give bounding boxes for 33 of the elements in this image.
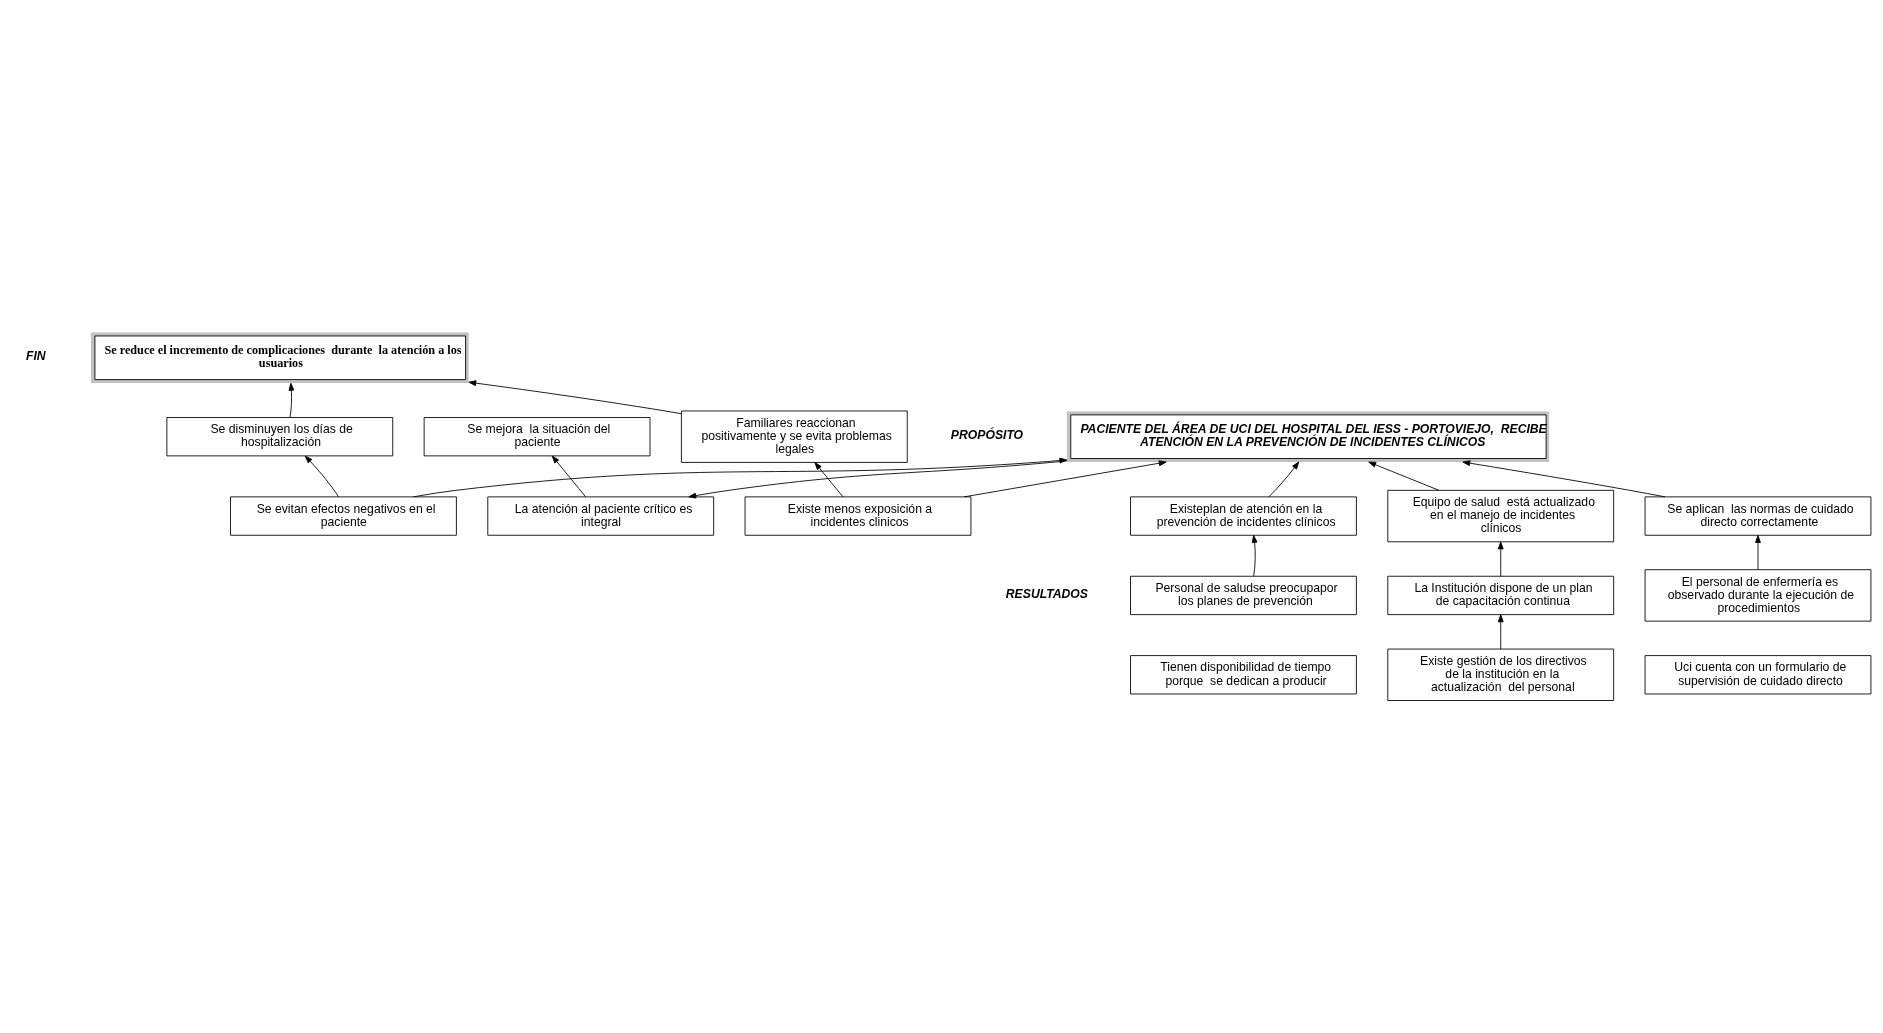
arrow — [1755, 535, 1761, 570]
arrow — [304, 455, 339, 498]
arrow — [1251, 535, 1258, 577]
node-box: La atención al paciente crítico es integral — [487, 496, 715, 536]
node-box: La Institución dispone de un plan de capacitación continua — [1387, 575, 1615, 616]
node-box: Se disminuyen los días de hospitalización — [166, 417, 394, 457]
node-box: El personal de enfermería es observado durante la ejecución de procedimientos — [1644, 569, 1872, 622]
arrow — [413, 457, 1068, 498]
node-label: FIN — [26, 349, 46, 364]
arrow — [288, 382, 295, 418]
label: RESULTADOS — [1005, 586, 1088, 601]
node-box: Familiares reaccionan positivamente y se evita problemas legales — [680, 410, 908, 463]
node-box: Equipo de salud está actualizado en el manejo de incidentes clínicos — [1387, 489, 1615, 543]
node-box: Personal de saludse preocupapor los planes de prevención — [1130, 575, 1357, 616]
arrow — [1268, 461, 1300, 498]
arrow — [468, 380, 682, 415]
arrow — [688, 460, 1068, 499]
arrow — [1462, 460, 1666, 498]
arrow — [963, 460, 1167, 498]
node-box: Existeplan de atención en la prevención de incidentes clínicos — [1130, 496, 1357, 536]
node-box: Se mejora la situación del paciente — [423, 417, 651, 457]
node-box: Uci cuenta con un formulario de supervisión de cuidado directo — [1644, 655, 1872, 695]
node-label: PROPÓSITO — [950, 428, 1024, 443]
node-box: Tienen disponibilidad de tiempo porque se dedican a producir — [1130, 655, 1357, 695]
node-box: Se evitan efectos negativos en el paciente — [230, 496, 457, 536]
arrow — [814, 462, 844, 498]
arrow — [551, 455, 587, 498]
arrow — [1497, 541, 1504, 577]
node-box: Se aplican las normas de cuidado directo correctamente — [1644, 496, 1872, 536]
node-box: Existe gestión de los directivos de la institución en la actualización del personal — [1387, 648, 1615, 701]
arrow — [1368, 461, 1440, 491]
arrow — [1497, 614, 1504, 650]
node-box: Existe menos exposición a incidentes clinicos — [744, 496, 972, 536]
